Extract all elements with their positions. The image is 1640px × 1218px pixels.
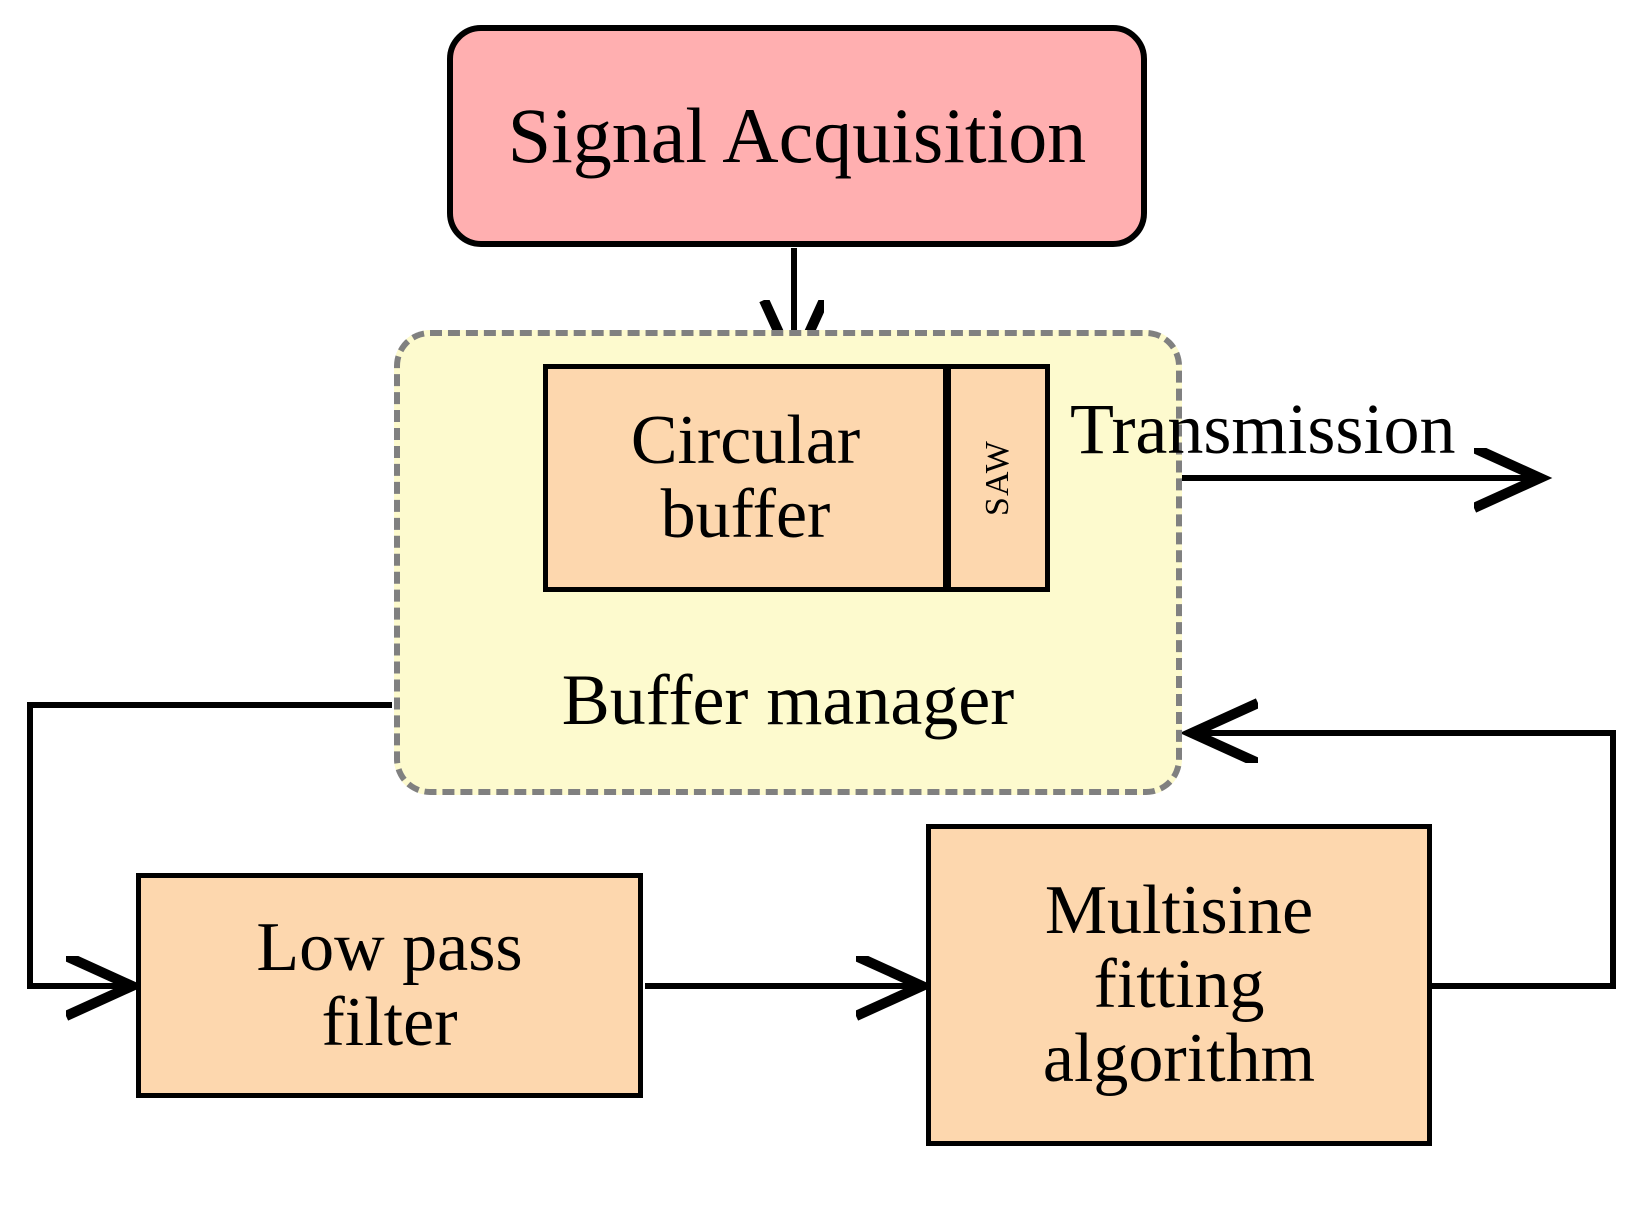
node-circular-buffer[interactable]: Circular buffer [543, 364, 948, 592]
node-buffer-manager-label: Buffer manager [561, 659, 1015, 740]
node-low-pass-filter-label-line2: filter [321, 983, 458, 1061]
node-signal-acquisition[interactable]: Signal Acquisition [447, 25, 1147, 247]
node-saw-slot[interactable]: SAW [946, 364, 1050, 592]
node-circular-buffer-label-line1: Circular [630, 401, 861, 479]
node-low-pass-filter[interactable]: Low pass filter [136, 873, 643, 1098]
node-multisine-label-line3: algorithm [1042, 1020, 1316, 1098]
node-low-pass-filter-label-line1: Low pass [256, 909, 523, 987]
node-multisine-label-line1: Multisine [1044, 871, 1314, 949]
node-circular-buffer-label-line2: buffer [660, 476, 831, 553]
edge-transmission-label: Transmission [1070, 389, 1456, 469]
node-multisine-fitting-algorithm[interactable]: Multisine fitting algorithm [926, 824, 1432, 1146]
node-multisine-label-line2: fitting [1093, 945, 1265, 1023]
node-signal-acquisition-label: Signal Acquisition [507, 91, 1087, 179]
node-saw-label: SAW [978, 440, 1016, 516]
